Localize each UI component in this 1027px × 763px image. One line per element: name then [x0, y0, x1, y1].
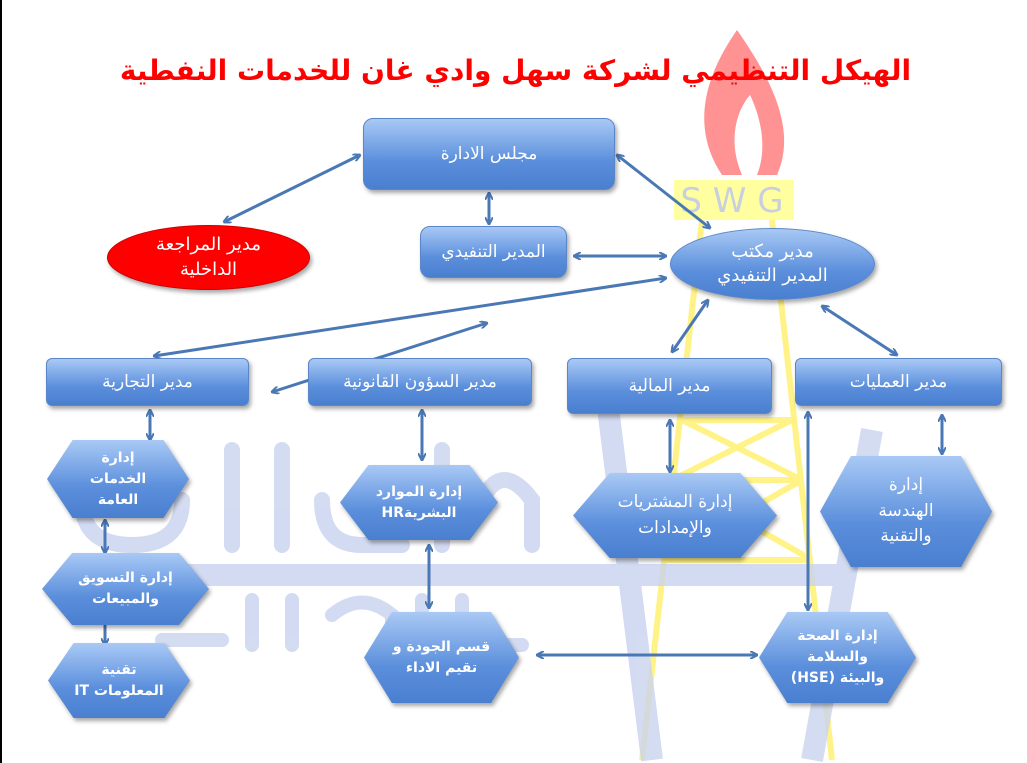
node-it[interactable]: تقنية المعلومات IT [48, 643, 190, 718]
node-internal-audit[interactable]: مدير المراجعة الداخلية [107, 225, 310, 290]
node-label: إدارة الصحة والسلامة والبيئة (HSE) [759, 612, 916, 703]
node-label: تقنية المعلومات IT [48, 643, 190, 718]
node-label: مدير المالية [628, 375, 711, 396]
node-label: إدارة التسويق والمبيعات [42, 553, 209, 625]
node-hse[interactable]: إدارة الصحة والسلامة والبيئة (HSE) [759, 612, 916, 703]
node-ed-office[interactable]: مدير مكتب المدير التنفيدي [670, 228, 875, 300]
node-label: إدارة الموارد البشريةHR [340, 465, 498, 540]
node-label: إدارة الهندسة والتقنية [820, 456, 992, 567]
node-engineering[interactable]: إدارة الهندسة والتقنية [820, 456, 992, 567]
node-label: إدارة الخدمات العامة [47, 440, 189, 518]
page-title: الهيكل التنظيمي لشركة سهل وادي غان للخدم… [119, 54, 912, 87]
node-legal[interactable]: مدير السؤون القانونية [308, 358, 532, 406]
node-general-services[interactable]: إدارة الخدمات العامة [47, 440, 189, 518]
node-label: مدير السؤون القانونية [343, 371, 497, 392]
node-quality[interactable]: قسم الجودة و تقيم الاداء [364, 612, 519, 703]
node-label: مدير التجارية [102, 371, 193, 392]
node-label: مدير المراجعة الداخلية [155, 234, 262, 280]
node-procurement[interactable]: إدارة المشتريات والإمدادات [573, 473, 777, 558]
node-label: إدارة المشتريات والإمدادات [573, 473, 777, 558]
connector-arrow [672, 300, 708, 352]
node-label: مجلس الادارة [440, 143, 538, 164]
node-label: مدير العمليات [849, 371, 948, 392]
connector-arrow [272, 323, 487, 392]
node-commercial[interactable]: مدير التجارية [46, 358, 249, 406]
node-hr[interactable]: إدارة الموارد البشريةHR [340, 465, 498, 540]
connector-arrow [154, 278, 666, 356]
node-label: مدير مكتب المدير التنفيدي [717, 240, 828, 286]
connector-arrow [822, 306, 897, 355]
node-operations[interactable]: مدير العمليات [795, 358, 1002, 406]
node-finance[interactable]: مدير المالية [567, 358, 772, 414]
node-label: المدير التنفيدي [441, 241, 546, 262]
connector-arrow [224, 155, 360, 222]
node-executive-director[interactable]: المدير التنفيدي [420, 226, 567, 278]
node-board[interactable]: مجلس الادارة [363, 118, 615, 190]
flame-icon [704, 30, 785, 175]
node-label: قسم الجودة و تقيم الاداء [364, 612, 519, 703]
connector-arrow [617, 155, 710, 228]
node-marketing-sales[interactable]: إدارة التسويق والمبيعات [42, 553, 209, 625]
